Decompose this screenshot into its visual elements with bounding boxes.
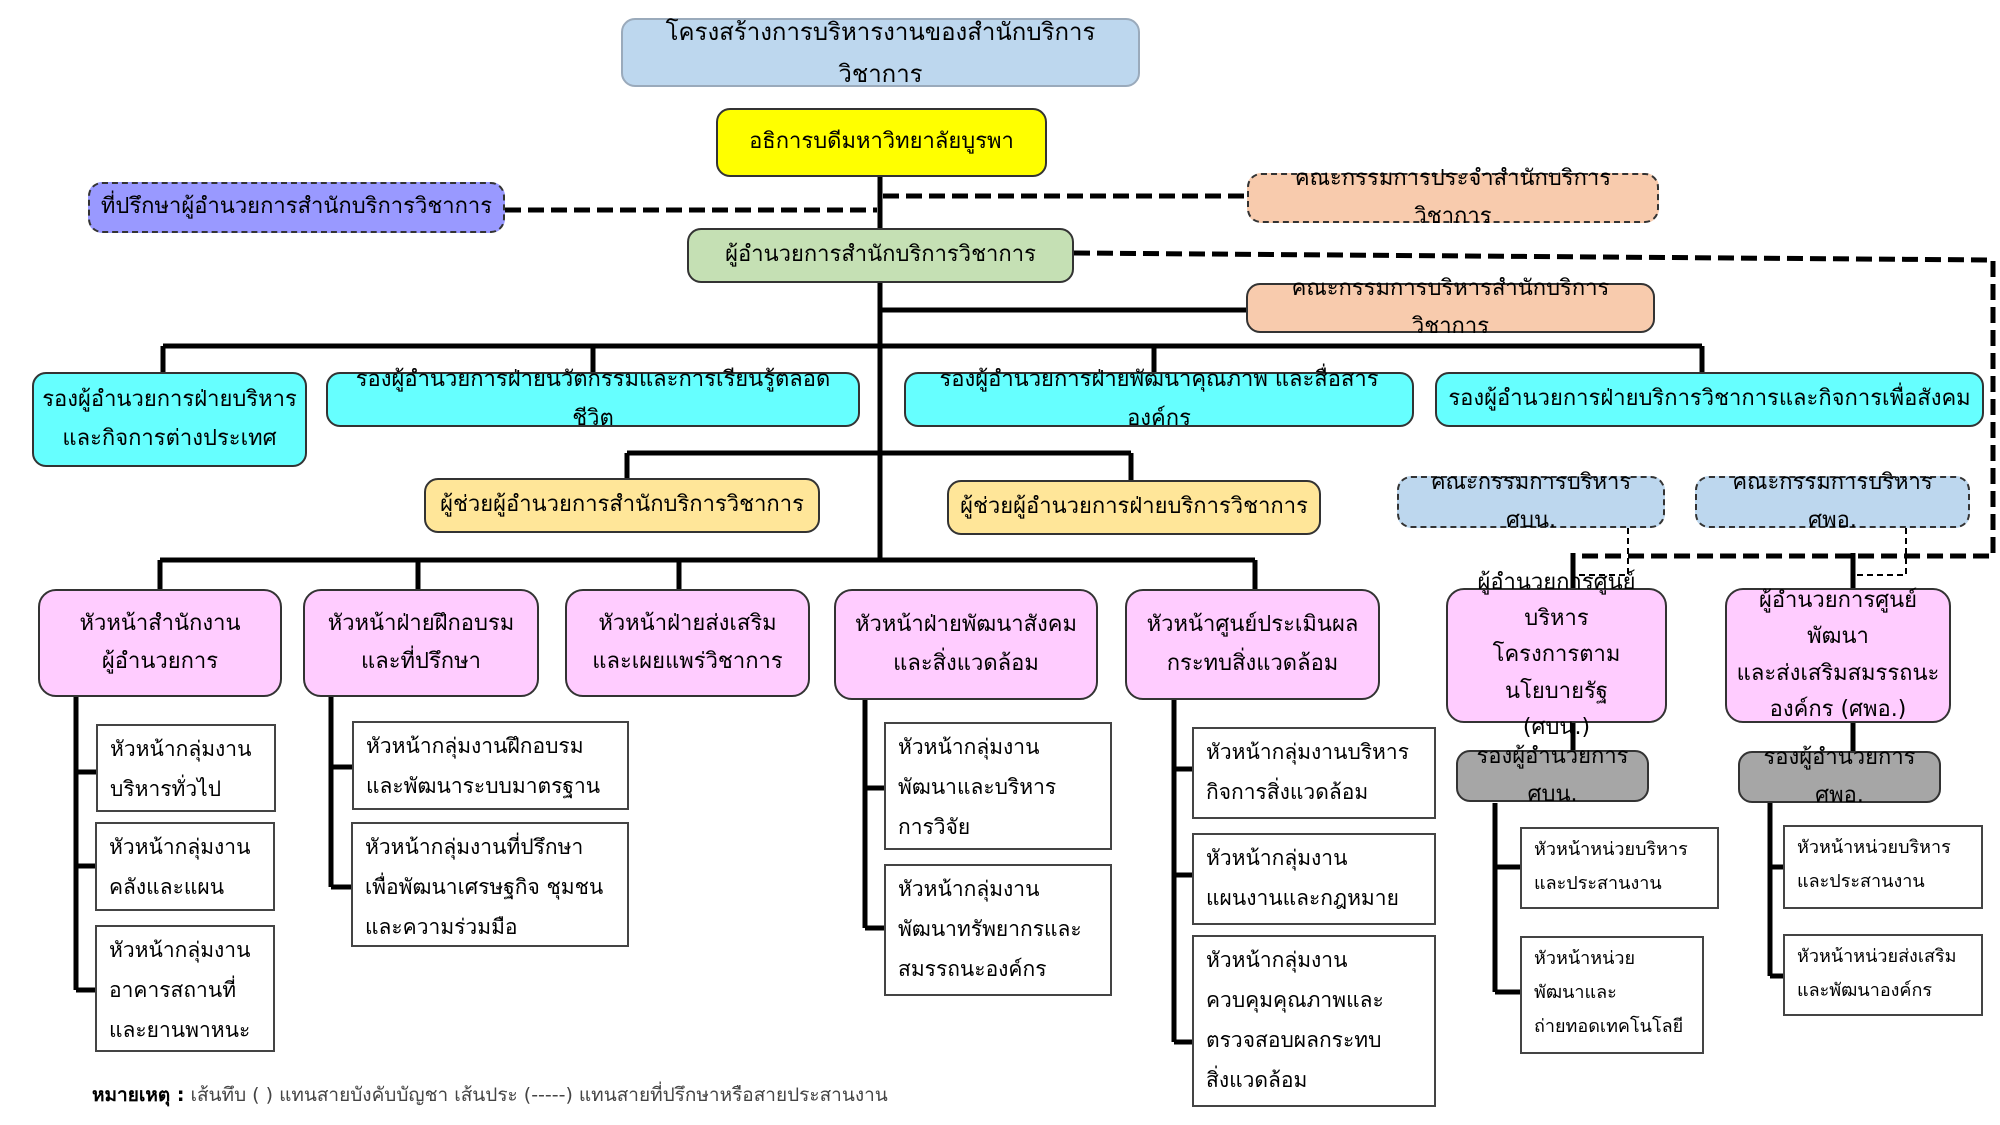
group-line: แผนงานและกฎหมาย: [1206, 885, 1399, 910]
unit-box: หัวหน้าหน่วยบริหาร และประสานงาน: [1783, 825, 1983, 909]
group-line: และยานพาหนะ: [109, 1017, 251, 1042]
group-line: เพื่อพัฒนาเศรษฐกิจ ชุมชน: [365, 874, 604, 899]
group-box: หัวหน้ากลุ่มงานฝึกอบรม และพัฒนาระบบมาตรฐ…: [352, 721, 629, 810]
group-line: หัวหน้ากลุ่มงาน: [1206, 846, 1348, 870]
chart-title: โครงสร้างการบริหารงานของสำนักบริการวิชาก…: [621, 18, 1140, 88]
group-line: หัวหน้ากลุ่มงาน: [898, 877, 1040, 901]
group-line: บริหารทั่วไป: [110, 776, 222, 801]
legend-note: หมายเหตุ : เส้นทึบ ( ) แทนสายบังคับบัญชา…: [92, 1080, 888, 1110]
group-box: หัวหน้ากลุ่มงานบริหาร กิจการสิ่งแวดล้อม: [1192, 727, 1436, 819]
group-line: สมรรถนะองค์กร: [898, 956, 1047, 981]
center-line: ผู้อำนวยการศูนย์บริหาร: [1477, 569, 1636, 632]
division-line: หัวหน้าฝ่ายพัฒนาสังคม: [854, 612, 1078, 637]
group-line: หัวหน้ากลุ่มงานฝึกอบรม: [366, 734, 584, 758]
unit-line: ถ่ายทอดเทคโนโลยี: [1534, 1016, 1684, 1038]
center-director-box: ผู้อำนวยการศูนย์บริหาร โครงการตามนโยบายร…: [1446, 570, 1667, 740]
center-line: องค์กร (ศพอ.): [1769, 696, 1907, 722]
division-line: และสิ่งแวดล้อม: [893, 650, 1039, 676]
group-box: หัวหน้ากลุ่มงาน บริหารทั่วไป: [96, 724, 276, 812]
division-line: หัวหน้าฝ่ายฝึกอบรม: [327, 610, 515, 636]
legend-label: หมายเหตุ :: [92, 1084, 185, 1106]
unit-line: หัวหน้าหน่วย: [1534, 948, 1636, 969]
group-line: หัวหน้ากลุ่มงาน: [109, 938, 251, 962]
division-line: ผู้อำนวยการ: [101, 649, 219, 674]
center-deputy-box: รองผู้อำนวยการ ศพอ.: [1738, 745, 1941, 808]
division-box: หัวหน้าศูนย์ประเมินผล กระทบสิ่งแวดล้อม: [1125, 589, 1380, 700]
executive-committee-box: คณะกรรมการบริหารสำนักบริการวิชาการ: [1246, 276, 1655, 339]
group-line: หัวหน้ากลุ่มงานที่ปรึกษา: [365, 835, 584, 859]
unit-box: หัวหน้าหน่วยบริหาร และประสานงาน: [1520, 827, 1719, 909]
deputy-box: รองผู้อำนวยการฝ่ายพัฒนาคุณภาพ และสื่อสาร…: [904, 367, 1414, 431]
division-line: หัวหน้าสำนักงาน: [79, 610, 241, 636]
deputy-box: รองผู้อำนวยการฝ่ายนวัตกรรมและการเรียนรู้…: [326, 367, 860, 431]
division-box: หัวหน้าฝ่ายฝึกอบรม และที่ปรึกษา: [303, 589, 539, 697]
president-box: อธิการบดีมหาวิทยาลัยบูรพา: [716, 108, 1047, 177]
center-committee-box: คณะกรรมการบริหาร ศบน.: [1397, 470, 1665, 533]
group-line: และพัฒนาระบบมาตรฐาน: [366, 773, 601, 798]
unit-line: หัวหน้าหน่วยส่งเสริม: [1797, 946, 1957, 967]
group-line: หัวหน้ากลุ่มงาน: [110, 737, 252, 761]
center-director-box: ผู้อำนวยการศูนย์พัฒนา และส่งเสริมสมรรถนะ…: [1725, 588, 1951, 723]
advisor-box: ที่ปรึกษาผู้อำนวยการสำนักบริการวิชาการ: [88, 182, 505, 233]
group-line: พัฒนาทรัพยากรและ: [898, 916, 1082, 941]
group-line: ตรวจสอบผลกระทบ: [1206, 1027, 1382, 1052]
division-line: หัวหน้าฝ่ายส่งเสริม: [598, 610, 777, 636]
division-box: หัวหน้าสำนักงาน ผู้อำนวยการ: [38, 589, 282, 697]
group-line: การวิจัย: [898, 814, 971, 839]
division-box: หัวหน้าฝ่ายส่งเสริม และเผยแพร่วิชาการ: [565, 589, 810, 697]
division-line: และเผยแพร่วิชาการ: [592, 649, 783, 674]
group-line: สิ่งแวดล้อม: [1206, 1067, 1308, 1092]
center-line: (ศบน.): [1522, 714, 1591, 740]
unit-line: หัวหน้าหน่วยบริหาร: [1534, 839, 1688, 860]
unit-line: และประสานงาน: [1534, 873, 1662, 895]
unit-box: หัวหน้าหน่วยส่งเสริม และพัฒนาองค์กร: [1783, 934, 1983, 1016]
group-line: อาคารสถานที่: [109, 977, 237, 1002]
group-box: หัวหน้ากลุ่มงาน คลังและแผน: [95, 822, 275, 911]
deputy-box: รองผู้อำนวยการฝ่ายบริหาร และกิจการต่างปร…: [32, 372, 307, 467]
unit-line: พัฒนาและ: [1534, 982, 1617, 1004]
group-box: หัวหน้ากลุ่มงาน ควบคุมคุณภาพและ ตรวจสอบผ…: [1192, 935, 1436, 1107]
unit-line: หัวหน้าหน่วยบริหาร: [1797, 837, 1951, 858]
legend-text: เส้นทึบ ( ) แทนสายบังคับบัญชา เส้นประ (-…: [190, 1084, 888, 1106]
division-box: หัวหน้าฝ่ายพัฒนาสังคม และสิ่งแวดล้อม: [834, 589, 1098, 700]
center-line: และส่งเสริมสมรรถนะ: [1736, 660, 1940, 686]
group-line: พัฒนาและบริหาร: [898, 774, 1057, 799]
deputy-line: รองผู้อำนวยการฝ่ายบริหาร: [42, 387, 297, 412]
center-line: โครงการตามนโยบายรัฐ: [1492, 642, 1621, 704]
group-line: หัวหน้ากลุ่มงาน: [1206, 948, 1348, 972]
unit-line: และประสานงาน: [1797, 871, 1925, 893]
division-line: และที่ปรึกษา: [361, 649, 481, 674]
deputy-box: รองผู้อำนวยการฝ่ายบริการวิชาการและกิจการ…: [1435, 372, 1984, 427]
group-line: คลังและแผน: [109, 874, 225, 899]
group-line: กิจการสิ่งแวดล้อม: [1206, 779, 1369, 804]
unit-line: และพัฒนาองค์กร: [1797, 980, 1933, 1002]
group-line: หัวหน้ากลุ่มงาน: [898, 735, 1040, 759]
thin-dashed-lines: [1575, 528, 1907, 576]
dashed-lines: [505, 193, 1996, 559]
solid-lines: [73, 177, 1856, 1045]
division-line: หัวหน้าศูนย์ประเมินผล: [1146, 612, 1359, 637]
group-box: หัวหน้ากลุ่มงานที่ปรึกษา เพื่อพัฒนาเศรษฐ…: [351, 822, 629, 947]
standing-committee-box: คณะกรรมการประจำสำนักบริการวิชาการ: [1247, 166, 1659, 229]
center-deputy-box: รองผู้อำนวยการ ศบน.: [1456, 744, 1649, 807]
group-line: หัวหน้ากลุ่มงาน: [109, 835, 251, 859]
group-line: และความร่วมมือ: [365, 914, 518, 939]
deputy-line: และกิจการต่างประเทศ: [62, 425, 277, 451]
group-box: หัวหน้ากลุ่มงาน อาคารสถานที่ และยานพาหนะ: [95, 925, 275, 1052]
group-line: ควบคุมคุณภาพและ: [1206, 987, 1384, 1012]
unit-box: หัวหน้าหน่วย พัฒนาและ ถ่ายทอดเทคโนโลยี: [1520, 936, 1704, 1054]
group-line: หัวหน้ากลุ่มงานบริหาร: [1206, 740, 1409, 764]
director-box: ผู้อำนวยการสำนักบริการวิชาการ: [687, 228, 1074, 283]
assistant-box: ผู้ช่วยผู้อำนวยการสำนักบริการวิชาการ: [424, 478, 820, 533]
center-committee-box: คณะกรรมการบริหาร ศพอ.: [1695, 470, 1970, 533]
group-box: หัวหน้ากลุ่มงาน แผนงานและกฎหมาย: [1192, 833, 1436, 925]
assistant-box: ผู้ช่วยผู้อำนวยการฝ่ายบริการวิชาการ: [947, 480, 1321, 535]
division-line: กระทบสิ่งแวดล้อม: [1166, 650, 1339, 676]
center-line: ผู้อำนวยการศูนย์พัฒนา: [1758, 587, 1918, 650]
group-box: หัวหน้ากลุ่มงาน พัฒนาทรัพยากรและ สมรรถนะ…: [884, 864, 1112, 996]
group-box: หัวหน้ากลุ่มงาน พัฒนาและบริหาร การวิจัย: [884, 722, 1112, 850]
